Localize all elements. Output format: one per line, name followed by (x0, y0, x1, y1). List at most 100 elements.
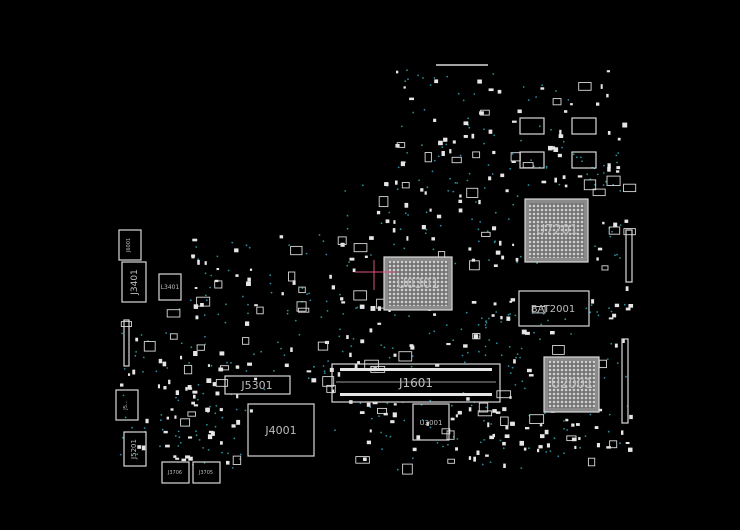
via (486, 230, 489, 233)
connector-j3401[interactable]: J3401 (121, 261, 147, 303)
chip-u7201[interactable]: U7201 (524, 198, 589, 263)
via (549, 450, 552, 452)
chip-u2001[interactable]: U2001 (543, 356, 600, 413)
connector-j6001[interactable]: J6001 (118, 229, 142, 261)
memory-chips (519, 117, 597, 169)
smd-pad (341, 301, 346, 304)
via (555, 90, 557, 92)
smd-pad (517, 109, 522, 114)
via (346, 214, 349, 217)
smd-pad (416, 435, 421, 440)
smd-pad (606, 70, 610, 73)
connector-j1601[interactable]: J1601 (331, 363, 501, 403)
smd-pad (366, 402, 371, 407)
smd-pad (372, 401, 378, 405)
smd-pad (512, 120, 517, 123)
via (586, 173, 589, 176)
connector-j3706[interactable]: J3706 (161, 461, 190, 484)
smd-pad (606, 446, 611, 449)
smd-pad (574, 445, 577, 449)
smd-pad (169, 333, 178, 340)
via (280, 347, 282, 350)
label-u7201: U7201 (536, 223, 579, 238)
connector-j4001[interactable]: J4001 (247, 403, 315, 457)
smd-pad (369, 429, 372, 433)
smd-pad (281, 292, 284, 296)
via (485, 320, 487, 323)
via (426, 186, 429, 189)
chip-u3001[interactable]: U3001 (412, 403, 450, 441)
via (431, 170, 434, 173)
via (195, 434, 198, 437)
via (334, 429, 336, 432)
via (407, 78, 409, 81)
smd-pad (402, 463, 413, 475)
via (563, 452, 565, 455)
via (135, 351, 138, 353)
crosshair-marker (355, 260, 395, 290)
connector-j5-left[interactable]: J5... (115, 389, 139, 421)
smd-pad (235, 274, 239, 277)
via (547, 319, 549, 322)
via (609, 235, 612, 238)
connector-j3705[interactable]: J3705 (192, 461, 221, 484)
via (512, 203, 515, 206)
via (165, 332, 168, 334)
smd-pad (449, 149, 452, 154)
via (478, 350, 480, 353)
smd-pad (377, 322, 382, 325)
smd-pad (523, 447, 527, 451)
via (397, 166, 400, 169)
smd-pad (468, 247, 472, 251)
via (216, 255, 219, 258)
via (488, 259, 490, 261)
smd-pad (145, 418, 149, 424)
via (247, 312, 249, 315)
smd-pad (596, 102, 600, 106)
smd-pad (317, 341, 329, 351)
via (247, 303, 249, 306)
smd-pad (451, 156, 462, 164)
via (406, 69, 408, 72)
via (594, 245, 596, 248)
smd-pad (424, 191, 427, 195)
chip-u0301[interactable]: U0301 (383, 256, 453, 311)
via (320, 316, 323, 318)
smd-pad (468, 456, 472, 460)
via (385, 435, 388, 437)
via (378, 415, 380, 417)
via (198, 439, 201, 441)
via (441, 146, 444, 149)
connector-j5301[interactable]: J5301 (224, 375, 291, 395)
smd-pad (591, 299, 595, 304)
via (242, 295, 244, 298)
smd-pad (406, 236, 409, 241)
smd-pad (452, 140, 456, 144)
via (509, 372, 512, 374)
smd-pad (392, 228, 396, 233)
smd-pad (515, 257, 519, 262)
smd-pad (376, 210, 381, 215)
smd-pad (471, 258, 475, 262)
smd-pad (204, 261, 207, 265)
smd-pad (212, 382, 217, 387)
via (511, 153, 514, 155)
smd-pad (174, 415, 177, 419)
via (527, 184, 530, 186)
via (231, 241, 234, 244)
inductor-l3401[interactable]: L3401 (158, 273, 182, 301)
smd-pad (403, 86, 406, 89)
smd-pad (352, 268, 356, 273)
via (339, 328, 341, 331)
smd-pad (421, 225, 426, 230)
via (421, 419, 424, 421)
via (404, 212, 407, 215)
via (227, 452, 230, 455)
connector-j5201[interactable]: J5201 (123, 431, 147, 467)
via (437, 155, 440, 158)
via (412, 111, 415, 114)
battery-bat2001[interactable]: BAT2001 (518, 290, 590, 327)
via (121, 332, 123, 335)
